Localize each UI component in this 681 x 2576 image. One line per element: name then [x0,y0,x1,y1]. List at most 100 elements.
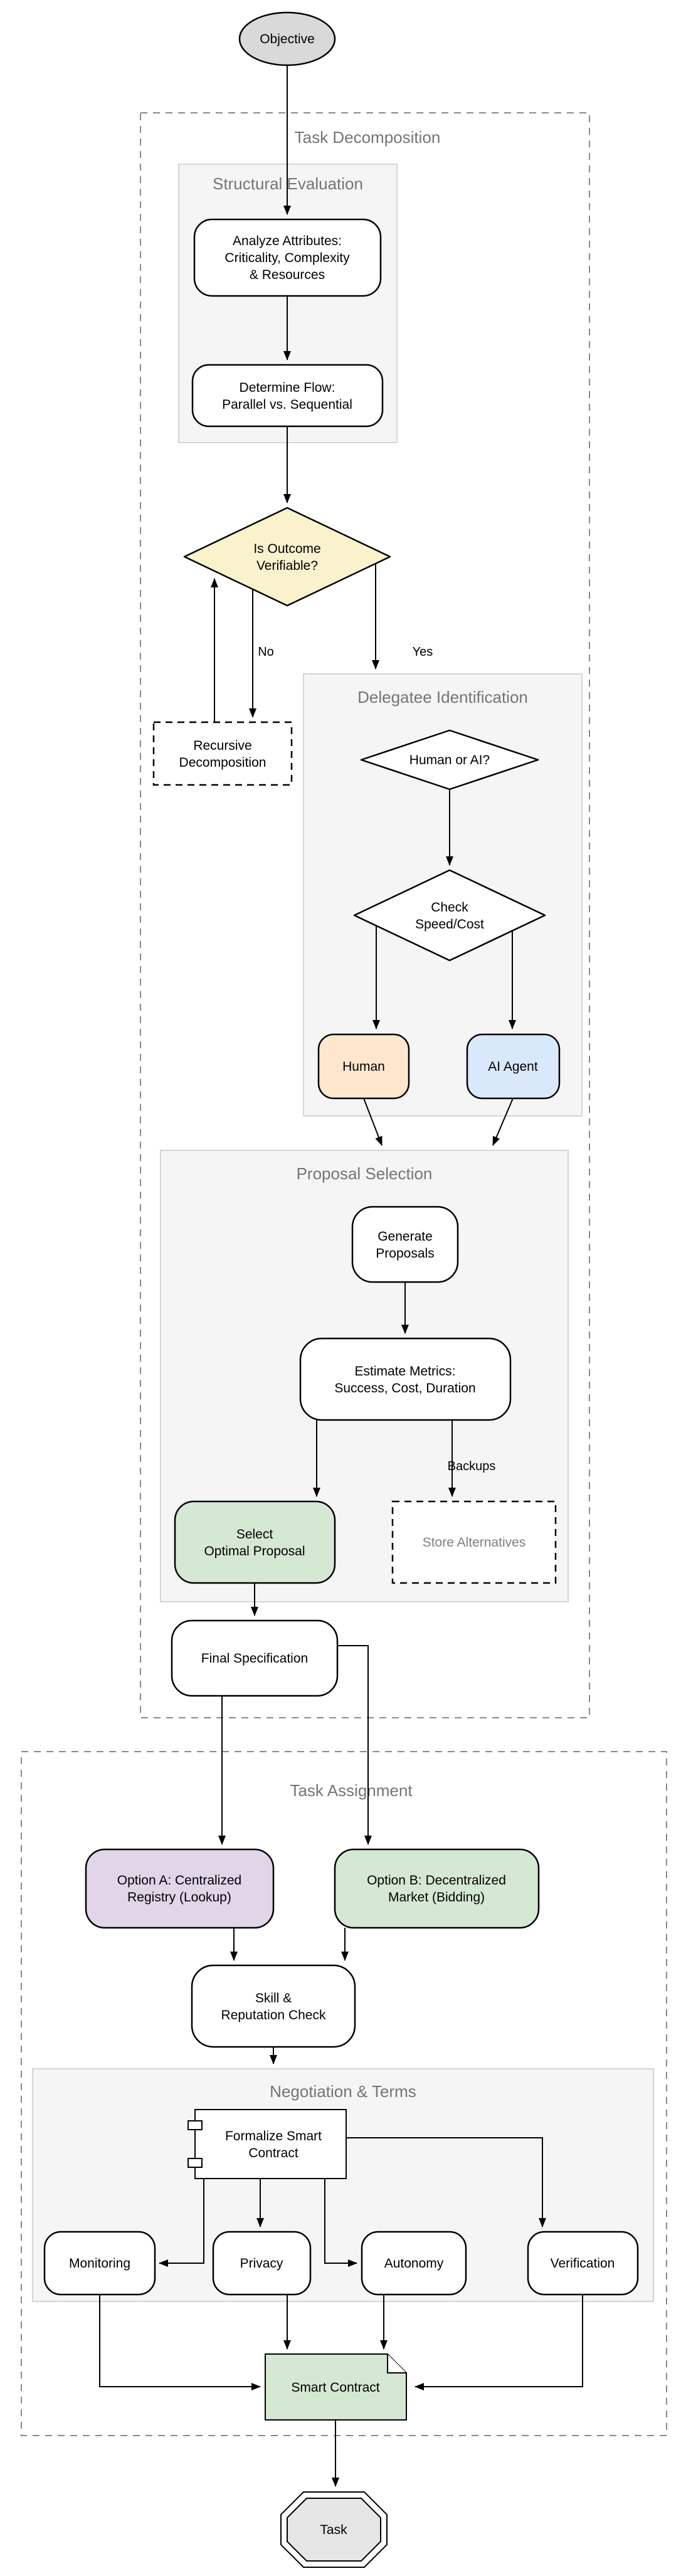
objective-shape [238,11,336,66]
node-privacy: Privacy [212,2231,312,2296]
formalize-smart-contract-shape [194,2109,347,2179]
verification-label: Verification [551,2256,615,2271]
task-assignment-title: Task Assignment [290,1781,413,1800]
privacy-label: Privacy [240,2256,283,2271]
formalize-smart-contract-label: Formalize Smart [225,2129,322,2143]
edge-label-no: No [258,645,274,659]
store-alternatives-label: Store Alternatives [423,1535,526,1550]
check-speed-cost-label: Check [431,900,468,915]
select-optimal-proposal-label: Select [236,1527,273,1542]
is-outcome-verifiable-shape [183,507,391,607]
generate-proposals-label: Proposals [376,1246,434,1261]
node-final-specification: Final Specification [171,1619,339,1697]
recursive-decomposition-label: Decomposition [179,755,267,770]
node-autonomy: Autonomy [361,2231,467,2296]
component-tab-icon [187,2158,203,2168]
is-outcome-verifiable-label: Verifiable? [256,559,318,573]
node-generate-proposals: Generate Proposals [351,1206,459,1283]
store-alternatives-shape [391,1500,557,1584]
estimate-metrics-shape [299,1337,512,1421]
proposal-selection-title: Proposal Selection [297,1164,433,1183]
human-or-ai-label: Human or AI? [409,753,490,767]
skill-reputation-check-label: Reputation Check [221,2008,326,2022]
final-specification-shape [171,1619,339,1697]
ai-agent-shape [466,1033,561,1100]
autonomy-shape [361,2231,467,2296]
node-estimate-metrics: Estimate Metrics: Success, Cost, Duratio… [299,1337,512,1421]
check-speed-cost-shape [353,869,546,962]
analyze-attributes-label: & Resources [250,268,325,282]
edge-formalize-to-monitoring [159,2179,204,2267]
determine-flow-label: Determine Flow: [240,381,335,395]
edges [99,65,583,2487]
container-task-decomposition: Task Decomposition [140,112,590,1718]
edge-formalize-to-verification [346,2137,546,2227]
smart-contract-label: Smart Contract [291,2380,379,2395]
edge-aiagent-to-proposal [492,1098,514,1146]
node-analyze-attributes: Analyze Attributes: Criticality, Complex… [193,218,382,297]
node-store-alternatives: Store Alternatives [391,1500,557,1584]
determine-flow-label: Parallel vs. Sequential [222,397,352,412]
option-b-shape [334,1848,540,1929]
container-task-assignment: Task Assignment [21,1751,667,2436]
edge-finalspec-to-optionb [337,1645,372,1845]
node-is-outcome-verifiable: Is Outcome Verifiable? [183,507,391,607]
node-determine-flow: Determine Flow: Parallel vs. Sequential [191,364,384,428]
option-b-label: Market (Bidding) [388,1890,485,1905]
ai-agent-label: AI Agent [488,1059,538,1074]
edge-verification-to-smartcontract [414,2295,583,2390]
generate-proposals-label: Generate [377,1229,433,1244]
select-optimal-proposal-label: Optimal Proposal [204,1544,305,1559]
check-speed-cost-label: Speed/Cost [415,917,484,932]
privacy-shape [212,2231,312,2296]
verification-shape [527,2231,639,2296]
task-inner-octagon [287,2498,381,2562]
option-a-label: Option A: Centralized [117,1873,241,1888]
node-ai-agent: AI Agent [466,1033,561,1100]
analyze-attributes-label: Criticality, Complexity [224,251,350,265]
negotiation-terms-title: Negotiation & Terms [270,2082,416,2101]
autonomy-label: Autonomy [384,2256,444,2271]
is-outcome-verifiable-label: Is Outcome [253,542,320,556]
edge-monitoring-to-smartcontract [99,2295,261,2390]
generate-proposals-shape [351,1206,459,1283]
delegatee-identification-title: Delegatee Identification [357,688,528,707]
smart-contract-shape [265,2353,407,2421]
final-specification-label: Final Specification [201,1651,308,1666]
estimate-metrics-label: Estimate Metrics: [354,1364,455,1379]
analyze-attributes-label: Analyze Attributes: [233,234,342,248]
monitoring-label: Monitoring [69,2256,130,2271]
node-formalize-smart-contract: Formalize Smart Contract [187,2109,347,2179]
node-option-a: Option A: Centralized Registry (Lookup) [85,1848,275,1929]
node-verification: Verification [527,2231,639,2296]
node-task: Task [280,2491,388,2568]
task-label: Task [320,2523,347,2537]
skill-reputation-check-label: Skill & [255,1991,292,2006]
option-a-shape [85,1848,275,1929]
edge-label-backups: Backups [448,1459,496,1473]
node-check-speed-cost: Check Speed/Cost [353,869,546,962]
option-b-label: Option B: Decentralized [367,1873,506,1888]
human-label: Human [342,1059,385,1074]
node-recursive-decomposition: Recursive Decomposition [152,721,293,786]
edge-human-to-proposal [363,1098,383,1146]
node-human: Human [317,1033,410,1100]
edge-label-yes: Yes [413,645,433,659]
option-a-label: Registry (Lookup) [127,1890,231,1905]
monitoring-shape [43,2231,156,2296]
formalize-smart-contract-label: Contract [248,2146,298,2160]
note-fold-icon [387,2354,406,2374]
recursive-decomposition-label: Recursive [193,739,251,753]
node-smart-contract: Smart Contract [265,2353,407,2421]
node-select-optimal-proposal: Select Optimal Proposal [174,1500,336,1584]
human-or-ai-shape [360,729,539,791]
analyze-attributes-shape [193,218,382,297]
objective-label: Objective [260,32,315,46]
node-option-b: Option B: Decentralized Market (Bidding) [334,1848,540,1929]
human-shape [317,1033,410,1100]
estimate-metrics-label: Success, Cost, Duration [334,1381,475,1396]
select-optimal-proposal-shape [174,1500,336,1584]
component-tab-icon [187,2120,203,2130]
